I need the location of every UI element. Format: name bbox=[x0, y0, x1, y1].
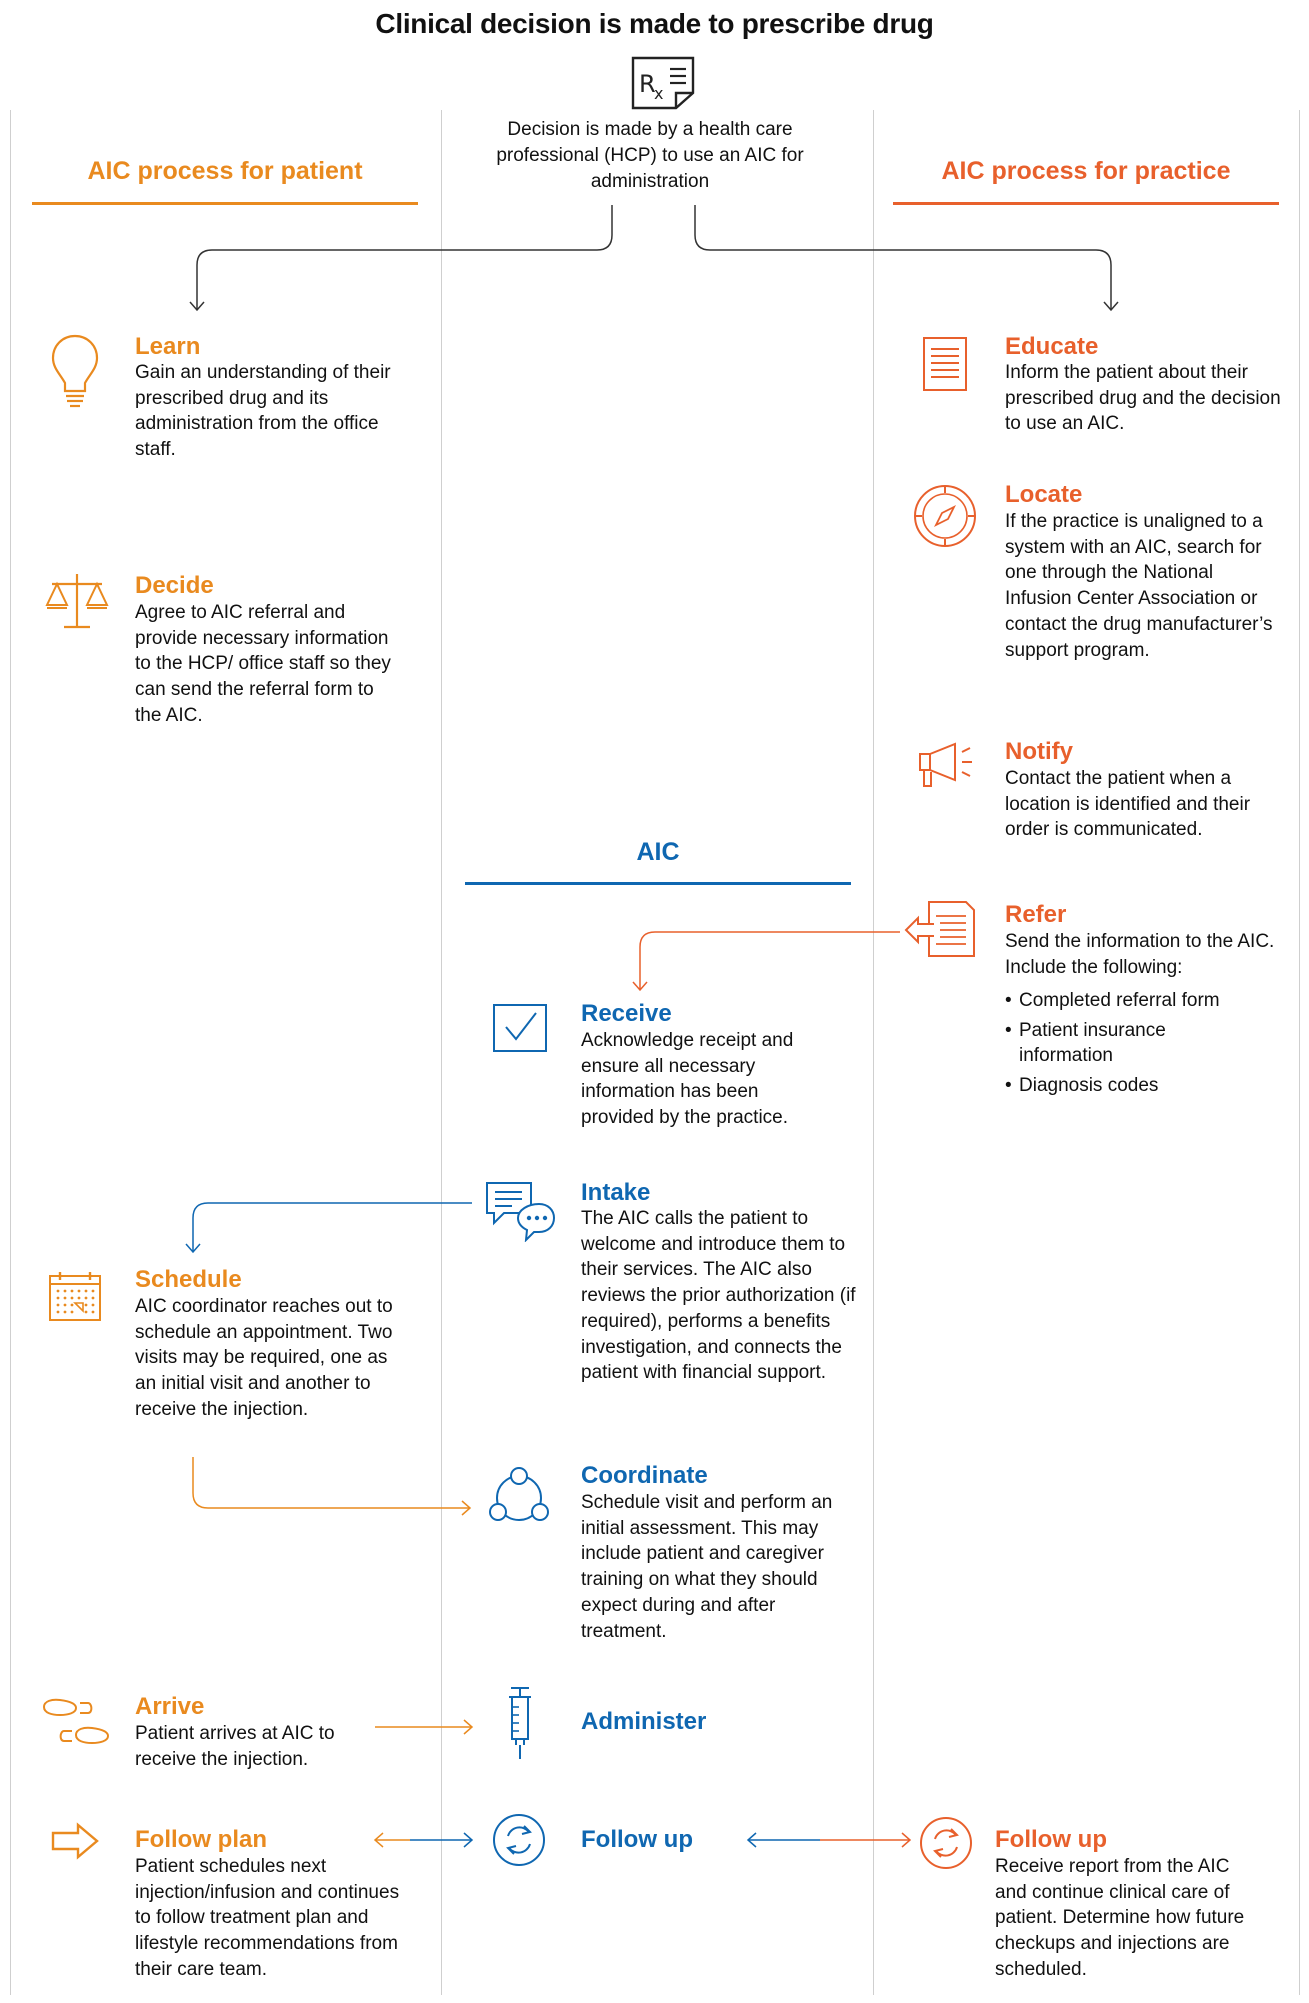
practice-header-rule bbox=[893, 202, 1279, 205]
learn-title: Learn bbox=[135, 333, 201, 360]
schedule-text: AIC coordinator reaches out to schedule … bbox=[135, 1296, 393, 1420]
intake-title: Intake bbox=[581, 1179, 651, 1206]
refer-title: Refer bbox=[1005, 901, 1067, 928]
refer-to-receive-arrowhead bbox=[632, 981, 648, 992]
intake-to-schedule-arrowhead bbox=[185, 1243, 201, 1254]
svg-text:R: R bbox=[639, 70, 656, 98]
page-title: Clinical decision is made to prescribe d… bbox=[375, 8, 934, 39]
refer-to-receive-connector bbox=[639, 931, 900, 990]
educate-text: Inform the patient about their prescribe… bbox=[1005, 362, 1281, 435]
checkbox-icon bbox=[493, 1004, 547, 1052]
refer-text: Send the information to the AIC. Include… bbox=[1005, 931, 1275, 978]
hcp-decision-text: Decision is made by a health care profes… bbox=[496, 119, 804, 192]
aic-header-rule bbox=[465, 882, 851, 885]
lightbulb-icon bbox=[51, 334, 99, 408]
practice-follow-up-text: Receive report from the AIC and continue… bbox=[995, 1856, 1245, 1980]
column-divider bbox=[441, 110, 442, 1995]
calendar-icon bbox=[49, 1272, 101, 1321]
branch-connector-patient bbox=[196, 205, 613, 310]
practice-follow-up-title: Follow up bbox=[995, 1826, 1107, 1853]
refer-checklist-item: Patient insurance information bbox=[1005, 1018, 1265, 1069]
syringe-icon bbox=[509, 1687, 531, 1759]
branch-arrowhead-patient bbox=[189, 301, 205, 312]
svg-text:x: x bbox=[654, 84, 663, 103]
footprints-icon bbox=[42, 1698, 110, 1745]
column-divider bbox=[873, 110, 874, 1995]
arrive-to-administer-arrowhead bbox=[463, 1719, 474, 1735]
followup-arrowhead-right bbox=[901, 1832, 912, 1848]
arrow-right-icon bbox=[51, 1822, 99, 1860]
notify-title: Notify bbox=[1005, 738, 1073, 765]
intake-text: The AIC calls the patient to welcome and… bbox=[581, 1208, 856, 1384]
decide-title: Decide bbox=[135, 572, 214, 599]
receive-title: Receive bbox=[581, 1000, 672, 1027]
followup-arrowhead-left bbox=[746, 1832, 757, 1848]
send-document-icon bbox=[904, 901, 975, 957]
intake-to-schedule-connector bbox=[192, 1202, 472, 1252]
refresh-icon bbox=[493, 1814, 545, 1866]
patient-header-rule bbox=[32, 202, 418, 205]
practice-column-header: AIC process for practice bbox=[941, 157, 1231, 185]
educate-title: Educate bbox=[1005, 333, 1099, 360]
locate-text: If the practice is unaligned to a system… bbox=[1005, 511, 1273, 661]
refresh-icon bbox=[920, 1817, 972, 1869]
receive-text: Acknowledge receipt and ensure all neces… bbox=[581, 1030, 794, 1129]
network-cycle-icon bbox=[489, 1467, 549, 1521]
followplan-arrowhead-right bbox=[463, 1832, 474, 1848]
locate-title: Locate bbox=[1005, 481, 1083, 508]
aic-follow-up-title: Follow up bbox=[581, 1826, 693, 1853]
column-divider bbox=[1299, 110, 1300, 1995]
follow-plan-text: Patient schedules next injection/infusio… bbox=[135, 1856, 400, 1980]
column-divider bbox=[10, 110, 11, 1995]
refer-checklist-item: Completed referral form bbox=[1005, 988, 1265, 1014]
scales-icon bbox=[45, 574, 109, 629]
coordinate-title: Coordinate bbox=[581, 1462, 708, 1489]
megaphone-icon bbox=[919, 742, 972, 787]
patient-column-header: AIC process for patient bbox=[87, 157, 363, 185]
administer-title: Administer bbox=[581, 1708, 707, 1735]
branch-arrowhead-practice bbox=[1103, 301, 1119, 312]
arrive-title: Arrive bbox=[135, 1693, 205, 1720]
notify-text: Contact the patient when a location is i… bbox=[1005, 768, 1251, 841]
followplan-arrowhead-left bbox=[373, 1832, 384, 1848]
schedule-to-coordinate-connector bbox=[192, 1457, 470, 1509]
prescription-icon: R x bbox=[631, 56, 695, 110]
branch-connector-practice bbox=[694, 205, 1112, 310]
coordinate-text: Schedule visit and perform an initial as… bbox=[581, 1492, 833, 1642]
chat-bubbles-icon bbox=[486, 1182, 556, 1242]
document-icon bbox=[923, 337, 967, 391]
follow-plan-title: Follow plan bbox=[135, 1826, 267, 1853]
refer-checklist: Completed referral form Patient insuranc… bbox=[1005, 988, 1265, 1103]
schedule-title: Schedule bbox=[135, 1266, 242, 1293]
refer-checklist-item: Diagnosis codes bbox=[1005, 1073, 1265, 1099]
aic-column-header: AIC bbox=[636, 838, 680, 866]
schedule-to-coordinate-arrowhead bbox=[461, 1500, 472, 1516]
learn-text: Gain an understanding of their prescribe… bbox=[135, 362, 391, 461]
arrive-text: Patient arrives at AIC to receive the in… bbox=[135, 1723, 335, 1770]
decide-text: Agree to AIC referral and provide necess… bbox=[135, 602, 391, 726]
compass-icon bbox=[914, 485, 976, 547]
